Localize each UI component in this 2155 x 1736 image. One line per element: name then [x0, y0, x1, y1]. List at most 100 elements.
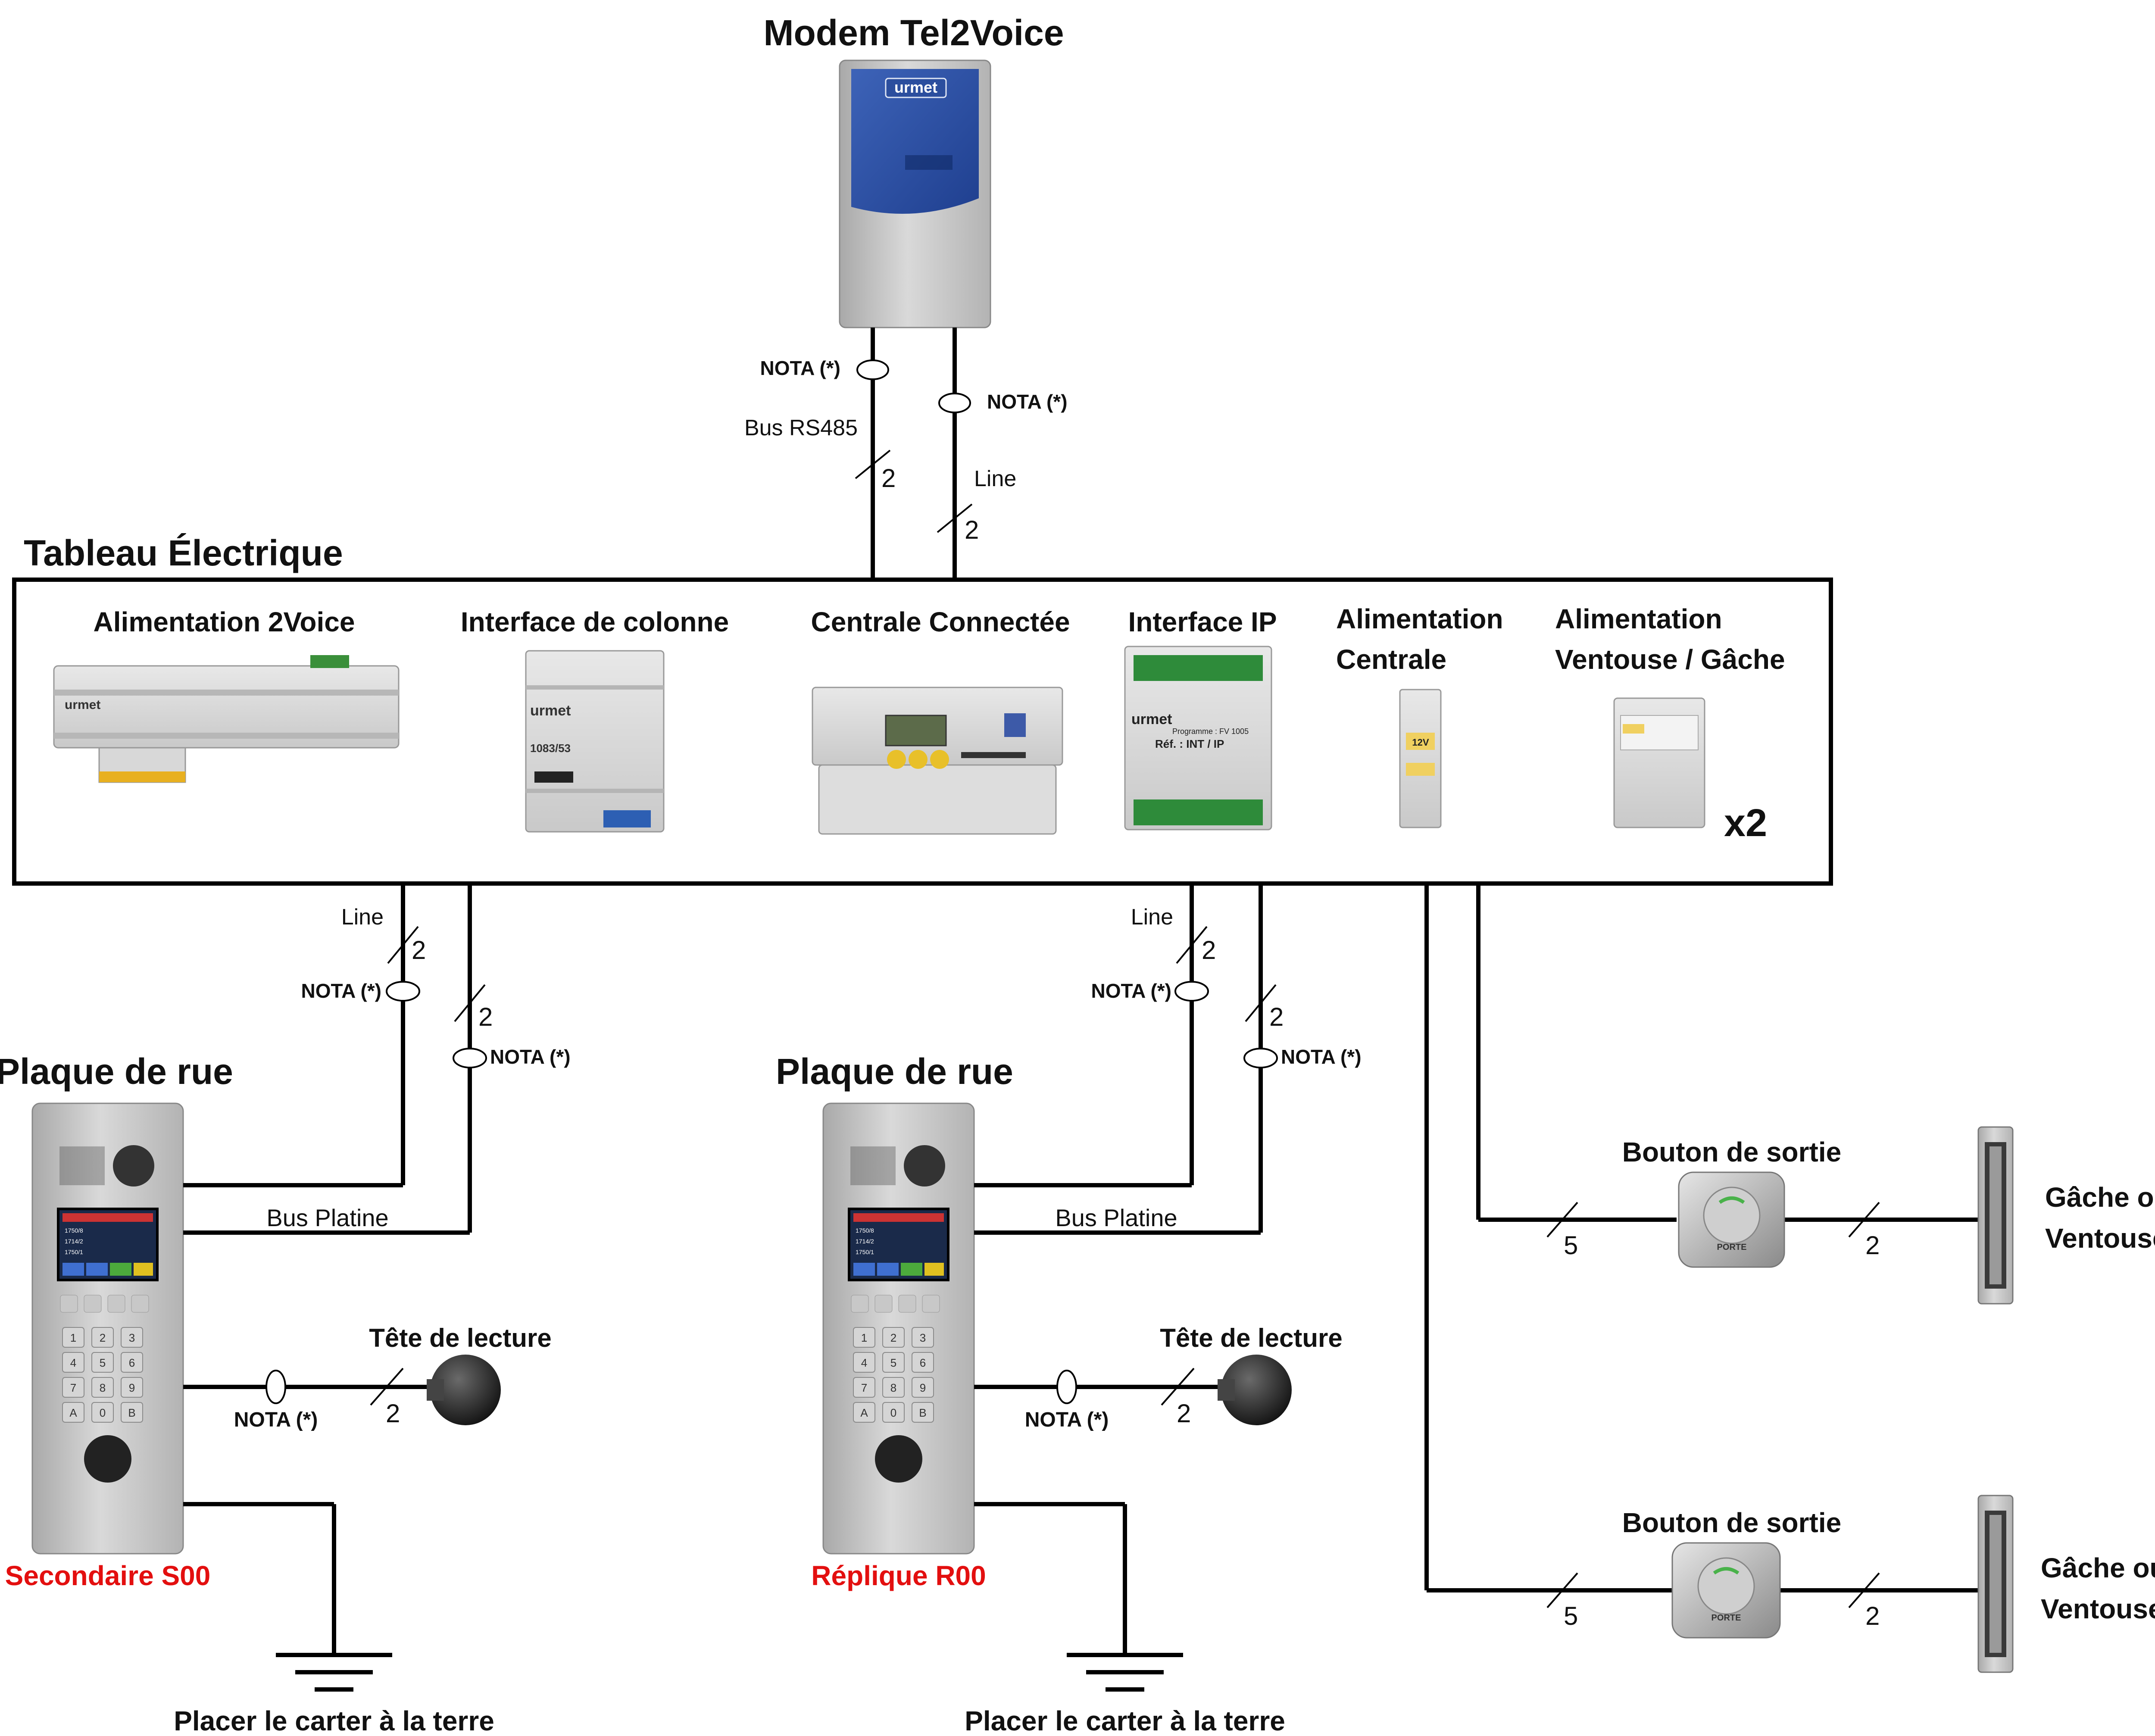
device-label-ip-interface: Interface IP	[1128, 606, 1277, 637]
device-label-lock-psu-2: Ventouse / Gâche	[1555, 644, 1785, 675]
ground-symbol	[276, 1653, 392, 1692]
keypad-key	[853, 1327, 875, 1348]
keypad-key-label: 1	[861, 1331, 867, 1344]
keypad-key	[91, 1402, 114, 1423]
keypad-key-label: 7	[70, 1381, 76, 1394]
line-label: Line	[1131, 905, 1173, 930]
column-interface-device: urmet 1083/53	[525, 650, 665, 833]
plate-wires	[183, 884, 487, 1655]
keypad-key	[62, 1352, 84, 1373]
magnetic-lock-device	[1977, 1126, 2014, 1305]
reader-device	[427, 1355, 501, 1425]
keypad-key	[912, 1377, 934, 1398]
connected-central-device	[812, 687, 1063, 835]
nota-marker	[265, 1370, 286, 1404]
keypad-key	[62, 1402, 84, 1423]
keypad-key	[853, 1402, 875, 1423]
plate-screen-line: 1750/1	[856, 1249, 874, 1255]
plate-title: Plaque de rue	[0, 1051, 233, 1092]
nota-marker	[1056, 1370, 1077, 1404]
psu-2voice-device: urmet	[53, 655, 400, 783]
device-label-central-psu-2: Centrale	[1336, 644, 1446, 675]
nota-label: NOTA (*)	[301, 980, 381, 1002]
keypad-key-label: 0	[890, 1406, 896, 1419]
nota-marker	[938, 393, 971, 413]
reader-title: Tête de lecture	[369, 1324, 552, 1352]
exit-wires	[1424, 884, 1978, 1608]
nota-marker	[386, 981, 420, 1002]
ip-program: Programme : FV 1005	[1172, 727, 1249, 736]
keypad-key	[882, 1352, 905, 1373]
keypad-key-label: 5	[100, 1356, 106, 1369]
ip-ref: Réf. : INT / IP	[1155, 737, 1224, 750]
wire-count: 2	[965, 515, 979, 544]
keypad-key	[91, 1327, 114, 1348]
keypad-key	[853, 1377, 875, 1398]
nota-marker	[856, 359, 889, 380]
modem-wires: NOTA (*) NOTA (*) Bus RS485 Line 2 2	[744, 328, 1068, 580]
plate-wires	[974, 884, 1278, 1655]
exit-group-2: Bouton de sortie PORTE 5 2 Gâche ou Vent…	[1564, 1495, 2155, 1673]
wire-count: 2	[1269, 1002, 1284, 1031]
plate-title: Plaque de rue	[776, 1051, 1013, 1092]
exit-group-1: Bouton de sortie PORTE 5 2 Gâche ou Vent…	[1564, 1126, 2155, 1305]
modem-section: Modem Tel2Voice urmet	[763, 12, 1064, 328]
modem-brand: urmet	[894, 78, 937, 96]
wire-count: 2	[478, 1002, 493, 1031]
wire-count: 5	[1564, 1231, 1578, 1260]
keypad-key	[121, 1327, 143, 1348]
keypad-key	[91, 1377, 114, 1398]
keypad-key-label: A	[860, 1406, 868, 1419]
keypad-key-label: 1	[70, 1331, 76, 1344]
panel-title: Tableau Électrique	[24, 533, 343, 573]
plate-screen-line: 1750/1	[65, 1249, 83, 1255]
nota-marker	[453, 1048, 487, 1068]
ground-label: Placer le carter à la terre	[174, 1705, 494, 1736]
psu-brand: urmet	[65, 698, 100, 712]
nota-label: NOTA (*)	[234, 1408, 318, 1431]
keypad-key	[121, 1352, 143, 1373]
lock-label-1: Gâche ou	[2041, 1552, 2155, 1583]
ip-interface-device: urmet Programme : FV 1005 Réf. : INT / I…	[1124, 646, 1272, 831]
keypad-key-label: B	[919, 1406, 926, 1419]
keypad-key	[62, 1377, 84, 1398]
keypad-key	[91, 1352, 114, 1373]
keypad-key	[912, 1327, 934, 1348]
exit-button-device: PORTE	[1678, 1171, 1785, 1268]
plate-screen-line: 1714/2	[856, 1238, 874, 1245]
wire-count: 2	[1177, 1399, 1191, 1428]
reader-device	[1218, 1355, 1292, 1425]
nota-label: NOTA (*)	[1025, 1408, 1109, 1431]
keypad-key-label: 0	[100, 1406, 106, 1419]
exit-button-text: PORTE	[1712, 1613, 1741, 1623]
plate-secondary: Plaque de rue Secondaire S00 1750/8 1714…	[0, 884, 571, 1736]
nota-label: NOTA (*)	[987, 390, 1068, 413]
device-label-lock-psu-1: Alimentation	[1555, 603, 1722, 634]
keypad-key	[62, 1327, 84, 1348]
ground-symbol	[1067, 1653, 1183, 1692]
nota-label: NOTA (*)	[760, 357, 840, 379]
keypad-key-label: 4	[70, 1356, 76, 1369]
keypad-key-label: 5	[890, 1356, 896, 1369]
line-label: Line	[974, 466, 1016, 491]
plate-screen-line: 1714/2	[65, 1238, 83, 1245]
nota-label: NOTA (*)	[1091, 980, 1171, 1002]
lock-label-2: Ventouse	[2041, 1593, 2155, 1624]
keypad-key-label: A	[69, 1406, 77, 1419]
wire-count: 2	[412, 936, 426, 965]
keypad-key	[912, 1352, 934, 1373]
nota-label: NOTA (*)	[490, 1046, 571, 1068]
lock-label-1: Gâche ou	[2045, 1182, 2155, 1213]
device-label-psu-2voice: Alimentation 2Voice	[94, 606, 355, 637]
plate-role: Secondaire S00	[5, 1560, 211, 1591]
plate-screen-line: 1750/8	[856, 1227, 874, 1234]
exit-button-text: PORTE	[1717, 1243, 1747, 1252]
modem-device: urmet	[839, 59, 991, 328]
bus-rs485-label: Bus RS485	[744, 415, 858, 440]
keypad-key	[121, 1377, 143, 1398]
keypad-key	[882, 1327, 905, 1348]
device-label-connected-central: Centrale Connectée	[811, 606, 1070, 637]
